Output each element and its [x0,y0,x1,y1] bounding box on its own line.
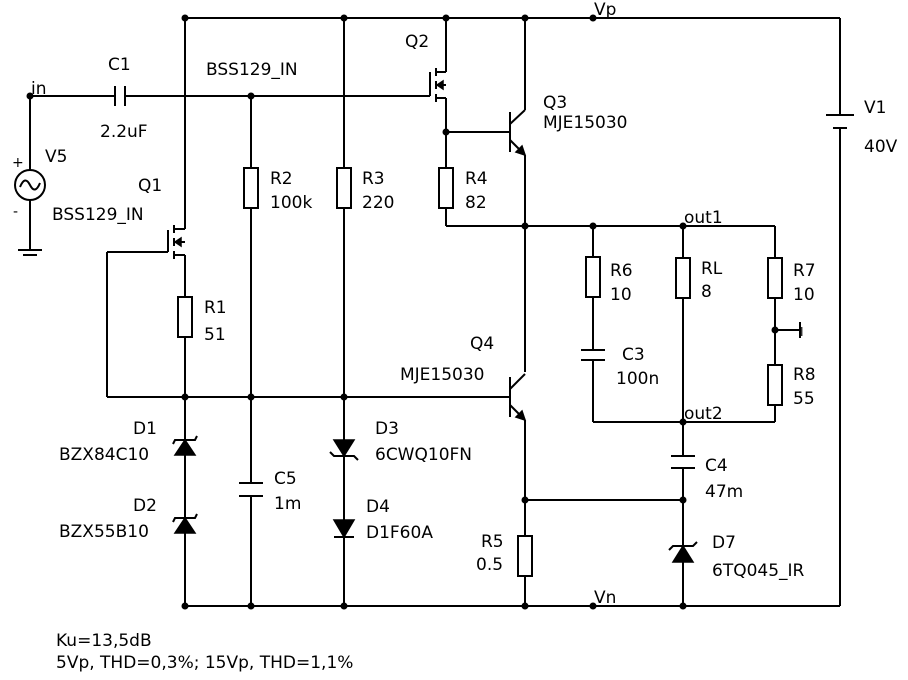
bjt-q4 [509,373,527,422]
label-r2-value: 100k [270,193,312,213]
label-v1-value: 40V [864,137,898,157]
resistor-r2 [243,167,259,209]
label-c1-value: 2.2uF [100,122,148,142]
label-c3-ref: C3 [622,345,645,365]
label-d7-value: 6TQ045_IR [712,561,805,581]
schottky-diode-d7 [668,541,698,563]
net-label-in: in [31,79,47,99]
label-rl-value: 8 [701,282,712,302]
label-r6-value: 10 [610,285,632,305]
label-rl-ref: RL [701,259,723,279]
label-r1-value: 51 [204,325,226,345]
label-r8-value: 55 [793,389,815,409]
label-v5-ref: V5 [45,147,67,167]
label-r3-value: 220 [362,193,394,213]
label-probe: I [800,325,804,339]
label-d4-ref: D4 [366,497,390,517]
label-r4-value: 82 [465,193,487,213]
label-c4-value: 47m [705,482,743,502]
label-v1-ref: V1 [864,98,886,118]
net-label-out1: out1 [684,208,723,228]
junction-dots [26,14,779,610]
label-c4-ref: C4 [705,456,728,476]
mosfet-q1 [167,225,186,259]
resistor-r3 [336,167,352,209]
resistor-r8 [767,364,783,406]
label-d3-ref: D3 [375,419,399,439]
label-d1-value: BZX84C10 [59,445,149,465]
label-d3-value: 6CWQ10FN [375,445,472,465]
label-q1-ref: Q1 [138,176,162,196]
bjt-q3 [509,109,527,157]
zener-diode-d2 [172,513,198,534]
label-c1-ref: C1 [108,55,131,75]
svg-text:+: + [12,155,24,171]
capacitor-c1 [114,86,126,106]
wires [29,17,841,607]
label-c5-ref: C5 [274,469,297,489]
capacitor-c4 [671,455,695,469]
label-r5-value: 0.5 [476,555,503,575]
ground-icon [18,249,42,256]
mosfet-q2 [429,68,447,102]
svg-text:-: - [13,204,18,220]
label-r3-ref: R3 [362,169,385,189]
resistor-r4 [438,167,454,209]
resistor-r5 [517,535,533,577]
label-r5-ref: R5 [481,532,504,552]
label-q4-ref: Q4 [470,334,494,354]
label-q3-value: MJE15030 [543,113,628,133]
label-r4-ref: R4 [465,169,488,189]
resistor-rl [675,257,691,299]
label-d4-value: D1F60A [366,523,433,543]
label-c3-value: 100n [616,369,659,389]
label-q1-value: BSS129_IN [52,205,144,225]
simulation-notes: Ku=13,5dB 5Vp, THD=0,3%; 15Vp, THD=1,1% [56,630,353,674]
net-label-bss129: BSS129_IN [206,60,298,80]
label-d2-value: BZX55B10 [59,522,149,542]
note-gain: Ku=13,5dB [56,631,152,651]
capacitor-c5 [239,482,263,497]
net-label-out2: out2 [684,404,723,424]
label-c5-value: 1m [274,494,301,514]
label-r8-ref: R8 [793,365,816,385]
resistor-r6 [585,256,601,298]
label-q3-ref: Q3 [543,93,567,113]
label-d7-ref: D7 [712,533,736,553]
label-r7-ref: R7 [793,261,816,281]
ac-source-v5: + - [12,155,46,220]
label-r6-ref: R6 [610,261,633,281]
label-q4-value: MJE15030 [400,365,485,385]
resistor-r1 [177,296,193,338]
resistor-r7 [767,257,783,299]
schottky-diode-d3 [329,439,359,461]
note-thd: 5Vp, THD=0,3%; 15Vp, THD=1,1% [56,653,354,673]
net-label-vp: Vp [594,0,616,20]
diode-d4 [332,519,356,539]
zener-diode-d1 [172,435,198,456]
capacitor-c3 [581,349,605,361]
net-labels: Vp Vn in out1 out2 BSS129_IN [31,0,723,608]
label-d1-ref: D1 [133,419,157,439]
net-label-vn: Vn [594,588,616,608]
label-r1-ref: R1 [204,298,227,318]
label-r2-ref: R2 [270,169,293,189]
component-labels: C1 2.2uF Q1 BSS129_IN Q2 Q3 MJE15030 Q4 … [45,32,898,581]
label-r7-value: 10 [793,285,815,305]
label-q2-ref: Q2 [405,32,429,52]
label-d2-ref: D2 [133,496,157,516]
voltage-source-v1 [826,114,854,129]
